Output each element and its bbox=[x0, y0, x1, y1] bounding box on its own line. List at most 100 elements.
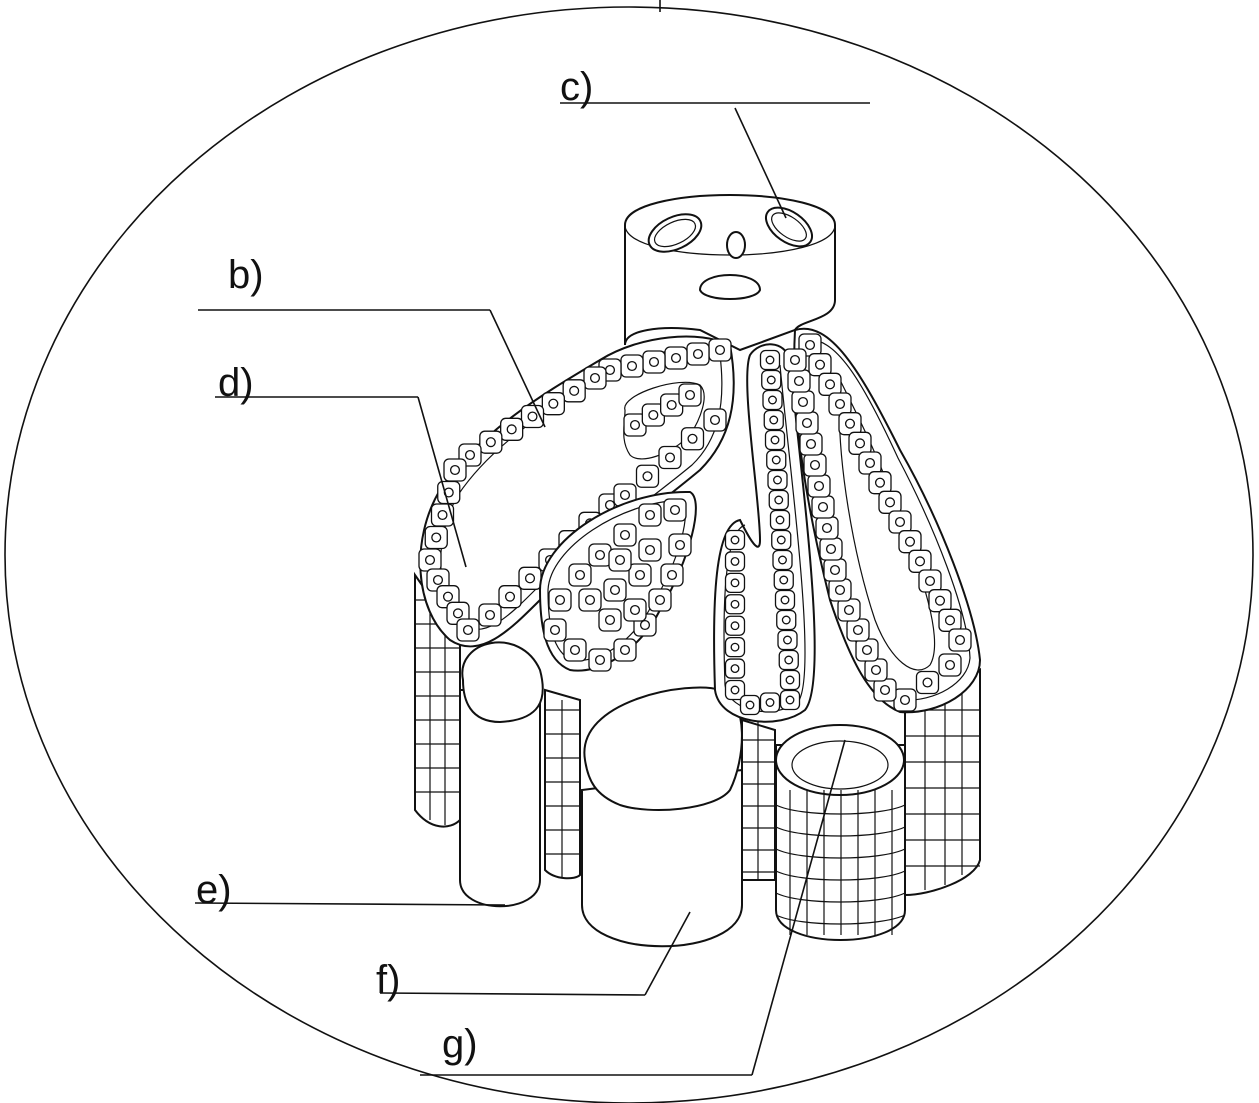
cell-nucleus bbox=[731, 579, 739, 587]
cell-nucleus bbox=[643, 472, 652, 481]
label-f: f) bbox=[376, 958, 400, 1002]
label-c: c) bbox=[560, 65, 593, 109]
cell-nucleus bbox=[434, 576, 443, 585]
cell-nucleus bbox=[444, 592, 453, 601]
cell-nucleus bbox=[438, 511, 447, 520]
cell-nucleus bbox=[731, 686, 739, 694]
cell-nucleus bbox=[631, 421, 640, 430]
cell-nucleus bbox=[596, 656, 605, 665]
cell-nucleus bbox=[631, 606, 640, 615]
cell-nucleus bbox=[606, 616, 615, 625]
cell-nucleus bbox=[506, 592, 515, 601]
cell-nucleus bbox=[803, 419, 812, 428]
cell-nucleus bbox=[656, 596, 665, 605]
cell-nucleus bbox=[596, 551, 605, 560]
cell-nucleus bbox=[856, 439, 865, 448]
cell-nucleus bbox=[556, 596, 565, 605]
cell-nucleus bbox=[771, 436, 779, 444]
cell-nucleus bbox=[711, 416, 720, 425]
cell-nucleus bbox=[795, 377, 804, 386]
cell-nucleus bbox=[641, 621, 650, 630]
cell-nucleus bbox=[616, 556, 625, 565]
cell-nucleus bbox=[551, 626, 560, 635]
cell-nucleus bbox=[486, 611, 495, 620]
cell-nucleus bbox=[916, 557, 925, 566]
cell-nucleus bbox=[464, 626, 473, 635]
cell-nucleus bbox=[815, 482, 824, 491]
cell-nucleus bbox=[772, 456, 780, 464]
cell-nucleus bbox=[784, 636, 792, 644]
cell-nucleus bbox=[528, 412, 537, 421]
cell-nucleus bbox=[946, 616, 955, 625]
tube-f bbox=[582, 688, 742, 947]
cell-nucleus bbox=[486, 438, 495, 447]
cell-nucleus bbox=[451, 466, 460, 475]
cell-nucleus bbox=[901, 696, 910, 705]
label-e: e) bbox=[196, 868, 232, 912]
cell-nucleus bbox=[876, 478, 885, 487]
cell-nucleus bbox=[576, 571, 585, 580]
cell-nucleus bbox=[746, 701, 754, 709]
cell-nucleus bbox=[791, 356, 800, 365]
cell-nucleus bbox=[716, 346, 725, 355]
cell-nucleus bbox=[863, 646, 872, 655]
cell-nucleus bbox=[694, 350, 703, 359]
cell-nucleus bbox=[777, 536, 785, 544]
duct-trunk bbox=[625, 195, 835, 350]
cell-nucleus bbox=[775, 496, 783, 504]
cell-nucleus bbox=[886, 498, 895, 507]
label-d: d) bbox=[218, 361, 254, 405]
cell-nucleus bbox=[570, 386, 579, 395]
cell-nucleus bbox=[956, 636, 965, 645]
cell-nucleus bbox=[731, 643, 739, 651]
cell-nucleus bbox=[731, 600, 739, 608]
cell-nucleus bbox=[731, 622, 739, 630]
cell-nucleus bbox=[646, 511, 655, 520]
cell-nucleus bbox=[906, 537, 915, 546]
vessel-opening-small bbox=[727, 232, 745, 258]
cell-nucleus bbox=[811, 461, 820, 470]
cell-nucleus bbox=[650, 358, 659, 367]
cell-nucleus bbox=[872, 666, 881, 675]
cell-nucleus bbox=[426, 556, 435, 565]
cell-nucleus bbox=[770, 416, 778, 424]
cell-nucleus bbox=[866, 459, 875, 468]
cell-nucleus bbox=[606, 366, 615, 375]
cell-nucleus bbox=[819, 503, 828, 512]
cell-nucleus bbox=[936, 596, 945, 605]
cell-nucleus bbox=[688, 434, 697, 443]
cell-nucleus bbox=[621, 646, 630, 655]
cell-nucleus bbox=[766, 356, 774, 364]
cell-nucleus bbox=[827, 545, 836, 554]
cell-nucleus bbox=[668, 571, 677, 580]
cell-nucleus bbox=[686, 391, 695, 400]
cell-nucleus bbox=[628, 362, 637, 371]
cell-nucleus bbox=[836, 400, 845, 409]
cell-nucleus bbox=[507, 425, 516, 434]
cell-nucleus bbox=[782, 616, 790, 624]
cell-nucleus bbox=[731, 665, 739, 673]
cell-nucleus bbox=[776, 516, 784, 524]
cell-nucleus bbox=[786, 696, 794, 704]
cell-nucleus bbox=[946, 661, 955, 670]
cell-nucleus bbox=[807, 440, 816, 449]
cell-nucleus bbox=[667, 401, 676, 410]
cell-nucleus bbox=[881, 686, 890, 695]
cell-nucleus bbox=[646, 546, 655, 555]
label-g: g) bbox=[442, 1022, 478, 1066]
cell-nucleus bbox=[846, 419, 855, 428]
cell-nucleus bbox=[621, 531, 630, 540]
cell-nucleus bbox=[854, 626, 863, 635]
cell-nucleus bbox=[786, 676, 794, 684]
cell-nucleus bbox=[571, 646, 580, 655]
cell-nucleus bbox=[781, 596, 789, 604]
cell-nucleus bbox=[785, 656, 793, 664]
inner-cell-column bbox=[742, 720, 775, 880]
cell-nucleus bbox=[466, 451, 475, 460]
cell-nucleus bbox=[649, 411, 658, 420]
cell-nucleus bbox=[779, 556, 787, 564]
label-b: b) bbox=[228, 253, 264, 297]
cell-nucleus bbox=[780, 576, 788, 584]
cell-nucleus bbox=[767, 376, 775, 384]
